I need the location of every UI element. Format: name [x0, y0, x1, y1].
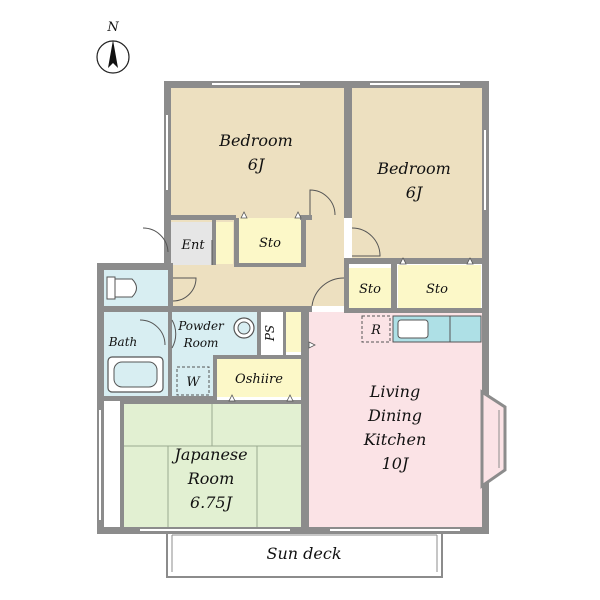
storage-top-label: Sto: [259, 236, 281, 251]
wall-wet-south: [104, 396, 217, 401]
wall-storage-mid-left: [344, 264, 349, 310]
wall-oshiire-top: [213, 355, 305, 359]
powder-room-label-2: Room: [183, 336, 219, 350]
oshiire-area: [217, 359, 301, 397]
wall-bath-east: [168, 312, 172, 400]
washer-label: W: [186, 375, 201, 390]
ldk-label-3: Kitchen: [363, 430, 427, 449]
oshiire-label: Oshiire: [235, 372, 283, 387]
bath-label: Bath: [108, 335, 138, 349]
interior-walls: [104, 88, 482, 527]
north-label: N: [106, 20, 119, 35]
room-labels: Bedroom 6J Bedroom 6J Ent Sto Sto Sto Po…: [108, 131, 451, 512]
wall-hall-south: [104, 306, 312, 312]
marker: [399, 257, 407, 265]
wall-bedroom-north-south-b: [300, 215, 312, 220]
wall-west-lower: [97, 263, 104, 534]
wall-bedroom-divider: [344, 88, 352, 218]
wall-step: [97, 263, 171, 270]
wall-south: [97, 527, 489, 534]
hall-area-east: [300, 258, 344, 306]
sun-deck-label: Sun deck: [266, 544, 341, 563]
ldk-label-2: Dining: [367, 406, 422, 425]
bedroom-east-size: 6J: [406, 183, 424, 202]
door-swing: [309, 189, 336, 216]
bedroom-north-name: Bedroom: [218, 131, 293, 150]
bedroom-north-size: 6J: [248, 155, 266, 174]
bedroom-east-name: Bedroom: [376, 159, 451, 178]
toilet-icon: [114, 278, 137, 298]
storage-small-area: [216, 222, 233, 264]
wall-bedroom-north-south: [171, 215, 236, 220]
japanese-room-label-1: Japanese: [171, 445, 247, 464]
wall-japanese-north: [120, 400, 305, 404]
north-arrow-icon: [108, 40, 118, 68]
marker: [308, 341, 316, 349]
storage-mid-area: [348, 268, 391, 308]
japanese-room-size: 6.75J: [190, 493, 234, 512]
bay-window: [480, 389, 507, 489]
door-swing: [172, 277, 197, 302]
japanese-room-label-2: Room: [187, 469, 234, 488]
entrance-label: Ent: [180, 238, 205, 253]
sun-deck: Sun deck: [166, 529, 443, 578]
sink-basin: [237, 321, 251, 335]
marker: [228, 394, 236, 402]
entrance-area: [171, 222, 213, 265]
wall-toilet-east: [168, 263, 173, 308]
room-fills: [104, 88, 482, 527]
door-swing: [351, 227, 381, 257]
fixtures: [106, 276, 482, 396]
toilet-tank: [106, 276, 116, 300]
wall-ps-right: [283, 312, 286, 355]
marker: [240, 211, 248, 219]
refrigerator-outline: [361, 315, 391, 343]
kitchen-sink-icon: [397, 319, 429, 339]
bay-window-area: [480, 389, 507, 489]
wall-ldk-west: [301, 306, 309, 527]
wall-ldk-north: [344, 308, 482, 313]
marker: [286, 394, 294, 402]
storage-right-area: [398, 265, 481, 308]
storage-mid-label: Sto: [359, 282, 381, 297]
wall-storage-divider: [391, 264, 397, 310]
pipe-space-area: [261, 312, 283, 352]
ldk-size: 10J: [382, 454, 410, 473]
wall-east: [482, 81, 489, 534]
bathtub-inner: [113, 361, 158, 388]
closet-small-area: [286, 312, 303, 352]
storage-right-label: Sto: [426, 282, 448, 297]
bedroom-north-area: [171, 88, 344, 218]
wall-bedroom-east-south: [344, 258, 482, 264]
marker: [466, 257, 474, 265]
storage-top-area: [239, 218, 301, 264]
refrigerator-label: R: [370, 323, 381, 338]
wall-storage-top-bottom: [234, 263, 306, 267]
wall-oshiire-left: [213, 355, 217, 401]
engawa-strip: [104, 404, 120, 527]
marker: [294, 211, 302, 219]
wall-ps-divider: [257, 312, 261, 356]
door-swing: [171, 319, 177, 349]
tatami-lines: [124, 404, 301, 527]
washer-outline: [176, 366, 210, 396]
bedroom-east-area: [352, 88, 482, 258]
wall-engawa: [120, 400, 124, 527]
pipe-space-label: PS: [263, 325, 277, 342]
windows: [99, 83, 486, 531]
door-swing: [311, 277, 345, 307]
doors: [139, 189, 381, 349]
wall-storage-top-sides: [234, 218, 239, 266]
ldk-label-1: Living: [369, 382, 420, 401]
wall-ent-east: [212, 220, 216, 265]
ldk-area: [309, 312, 482, 527]
door-swing: [142, 227, 169, 253]
powder-room-label-1: Powder: [177, 319, 225, 333]
washer-area: [176, 366, 210, 396]
door-markers: [228, 211, 474, 402]
door-swing: [139, 319, 166, 346]
wall-storage-top-right: [301, 218, 306, 266]
compass: N: [96, 20, 130, 74]
